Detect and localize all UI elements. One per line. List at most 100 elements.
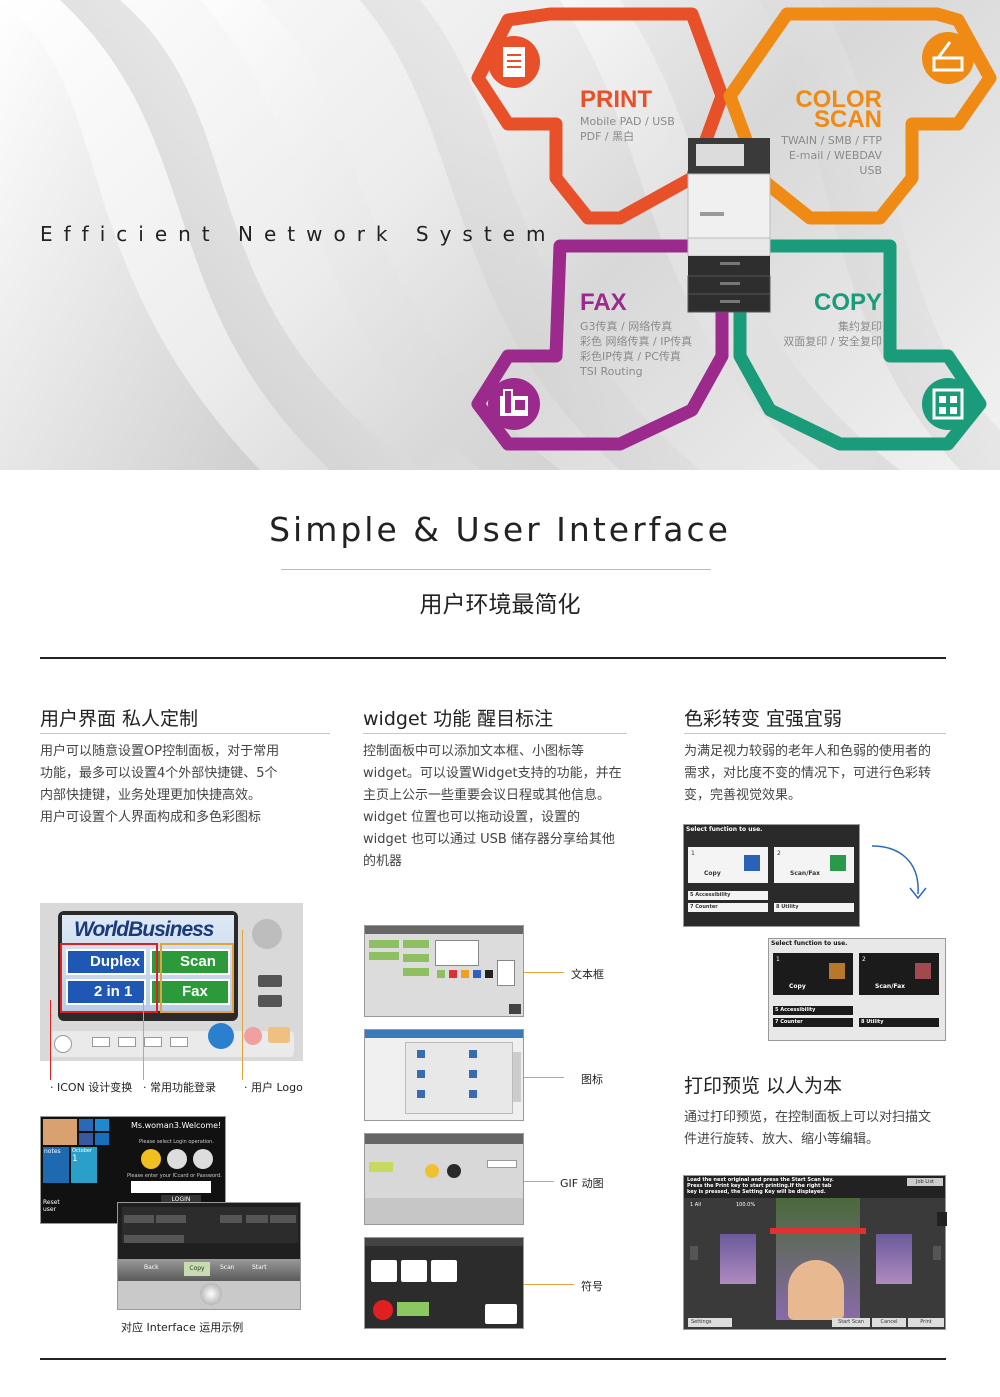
tab-copy[interactable]: Copy bbox=[184, 1262, 210, 1276]
welcome-text: Ms.woman3.Welcome! bbox=[131, 1121, 222, 1130]
copy-tile-inverted[interactable]: 1 Copy bbox=[773, 953, 853, 995]
symbol-widget-tile[interactable] bbox=[485, 1304, 517, 1324]
next-page-icon[interactable] bbox=[933, 1246, 941, 1260]
job-list-button[interactable]: Job List bbox=[907, 1178, 943, 1186]
tab-start[interactable]: Start bbox=[252, 1264, 267, 1271]
widget-symbol-screen bbox=[364, 1237, 524, 1329]
reset-key[interactable] bbox=[268, 1027, 290, 1043]
2in1-shortcut-button[interactable]: 2 in 1 bbox=[66, 979, 146, 1005]
fax-line-2: 彩色 网络传真 / IP传真 bbox=[580, 335, 693, 348]
start-scan-button[interactable]: Start Scan bbox=[832, 1318, 870, 1327]
tab-scan[interactable]: Scan bbox=[220, 1264, 235, 1271]
app-tile-4[interactable] bbox=[95, 1133, 109, 1145]
login-option-icon[interactable] bbox=[193, 1149, 213, 1169]
symbol-tile-1[interactable] bbox=[371, 1260, 397, 1282]
hero-tagline: Efficient Network System bbox=[40, 222, 557, 246]
tab-back[interactable]: Back bbox=[144, 1264, 159, 1271]
password-input[interactable] bbox=[131, 1181, 211, 1193]
widget-gif-screen bbox=[364, 1133, 524, 1225]
scan-fax-tile[interactable]: 2 Scan/Fax bbox=[774, 847, 854, 883]
accessibility-item-inverted[interactable]: 5 Accessibility bbox=[773, 1006, 853, 1015]
widget-icon-4[interactable] bbox=[469, 1070, 477, 1078]
col1-heading-rule bbox=[40, 733, 330, 734]
zoom-level: 100.0% bbox=[736, 1202, 756, 1208]
panel-lcd: WorldBusiness Duplex Scan 2 in 1 Fax bbox=[60, 915, 234, 1013]
panel-logo-world: World bbox=[74, 918, 129, 941]
print-preview-screen: Load the next original and press the Sta… bbox=[683, 1175, 946, 1330]
scanner-icon bbox=[922, 32, 974, 84]
panel-key-2[interactable] bbox=[258, 995, 282, 1007]
copy-line-2: 双面复印 / 安全复印 bbox=[783, 335, 882, 348]
col2-heading-rule bbox=[363, 733, 627, 734]
col3-paragraph-2: 通过打印预览，在控制面板上可以对扫描文 件进行旋转、放大、缩小等编辑。 bbox=[684, 1110, 932, 1147]
symbol-label bbox=[397, 1302, 429, 1316]
counter-item[interactable]: 7 Counter bbox=[688, 903, 768, 912]
symbol-tile-2[interactable] bbox=[401, 1260, 427, 1282]
side-tab-icon[interactable] bbox=[937, 1212, 947, 1226]
gif-animation-icon[interactable] bbox=[425, 1164, 439, 1178]
scan-shortcut-button[interactable]: Scan bbox=[150, 949, 230, 975]
scan-title-2: SCAN bbox=[813, 106, 882, 133]
widget-icon-5[interactable] bbox=[417, 1090, 425, 1098]
app-tile-1[interactable] bbox=[79, 1119, 93, 1131]
col2-heading: widget 功能 醒目标注 bbox=[363, 708, 554, 730]
col1-paragraph: 用户可以随意设置OP控制面板，对于常用 功能，最多可以设置4个外部快捷键、5个 … bbox=[40, 744, 280, 825]
panel-num-key-4[interactable] bbox=[170, 1037, 188, 1047]
document-icon bbox=[488, 36, 540, 88]
print-line-1: Mobile PAD / USB bbox=[580, 115, 675, 128]
widget-confirm-icon[interactable] bbox=[509, 1004, 521, 1014]
scrollbar[interactable] bbox=[513, 1052, 521, 1102]
thumb-right[interactable] bbox=[876, 1234, 912, 1284]
utility-item[interactable]: 8 Utility bbox=[774, 903, 854, 912]
ic-card-icon[interactable] bbox=[141, 1149, 161, 1169]
counter-item-inverted[interactable]: 7 Counter bbox=[773, 1018, 853, 1027]
panel-home-key[interactable] bbox=[54, 1035, 72, 1053]
login-card-instruction: Please enter your ICcard or Password. bbox=[127, 1173, 222, 1179]
copy-title: COPY bbox=[813, 289, 882, 316]
widget-icon-2[interactable] bbox=[469, 1050, 477, 1058]
trackball-knob[interactable] bbox=[200, 1283, 222, 1305]
fax-line-1: G3传真 / 网络传真 bbox=[580, 320, 673, 333]
utility-item-inverted[interactable]: 8 Utility bbox=[859, 1018, 939, 1027]
settings-button[interactable]: Settings bbox=[688, 1318, 732, 1327]
copy-tile-icon bbox=[744, 855, 760, 871]
notes-tile[interactable]: notes bbox=[43, 1147, 69, 1183]
label-gif: GIF 动图 bbox=[560, 1177, 604, 1190]
panel-num-key-1[interactable] bbox=[92, 1037, 110, 1047]
cancel-button[interactable]: Cancel bbox=[872, 1318, 906, 1327]
widget-icon-1[interactable] bbox=[417, 1050, 425, 1058]
panel-num-key-3[interactable] bbox=[144, 1037, 162, 1047]
duplex-shortcut-button[interactable]: Duplex bbox=[66, 949, 146, 975]
col3-heading-rule bbox=[684, 733, 946, 734]
panel-key-1[interactable] bbox=[258, 975, 282, 987]
calendar-tile[interactable]: October 1 bbox=[71, 1147, 97, 1183]
stop-key[interactable] bbox=[244, 1027, 262, 1045]
widget-text-box[interactable] bbox=[435, 940, 479, 966]
widget-icon-3[interactable] bbox=[417, 1070, 425, 1078]
scan-fax-tile-inverted[interactable]: 2 Scan/Fax bbox=[859, 953, 939, 995]
widget-icon-6[interactable] bbox=[469, 1090, 477, 1098]
password-icon[interactable] bbox=[167, 1149, 187, 1169]
gif-select[interactable] bbox=[487, 1160, 517, 1168]
thumb-left[interactable] bbox=[720, 1234, 756, 1284]
panel-num-key-2[interactable] bbox=[118, 1037, 136, 1047]
symbol-tile-3[interactable] bbox=[431, 1260, 457, 1282]
function-highlight bbox=[160, 943, 234, 1013]
label-icon: 图标 bbox=[581, 1073, 603, 1086]
app-tile-3[interactable] bbox=[79, 1133, 93, 1145]
caption-user-logo: · 用户 Logo bbox=[244, 1081, 303, 1094]
interface-example-caption: 对应 Interface 运用示例 bbox=[121, 1321, 244, 1334]
start-key[interactable] bbox=[208, 1023, 234, 1049]
scan-title-1: COLOR bbox=[795, 86, 882, 113]
user-avatar bbox=[43, 1119, 77, 1145]
login-button[interactable]: LOGIN bbox=[161, 1195, 201, 1205]
accessibility-item[interactable]: 5 Accessibility bbox=[688, 891, 768, 900]
app-tile-2[interactable] bbox=[95, 1119, 109, 1131]
reset-user-button[interactable]: Reset user bbox=[43, 1199, 60, 1213]
resize-arrow-icon[interactable] bbox=[770, 1228, 866, 1234]
print-button[interactable]: Print bbox=[908, 1318, 944, 1327]
fingerprint-icon bbox=[252, 919, 282, 949]
prev-page-icon[interactable] bbox=[690, 1246, 698, 1260]
copy-tile[interactable]: 1 Copy bbox=[688, 847, 768, 883]
fax-shortcut-button[interactable]: Fax bbox=[150, 979, 230, 1005]
